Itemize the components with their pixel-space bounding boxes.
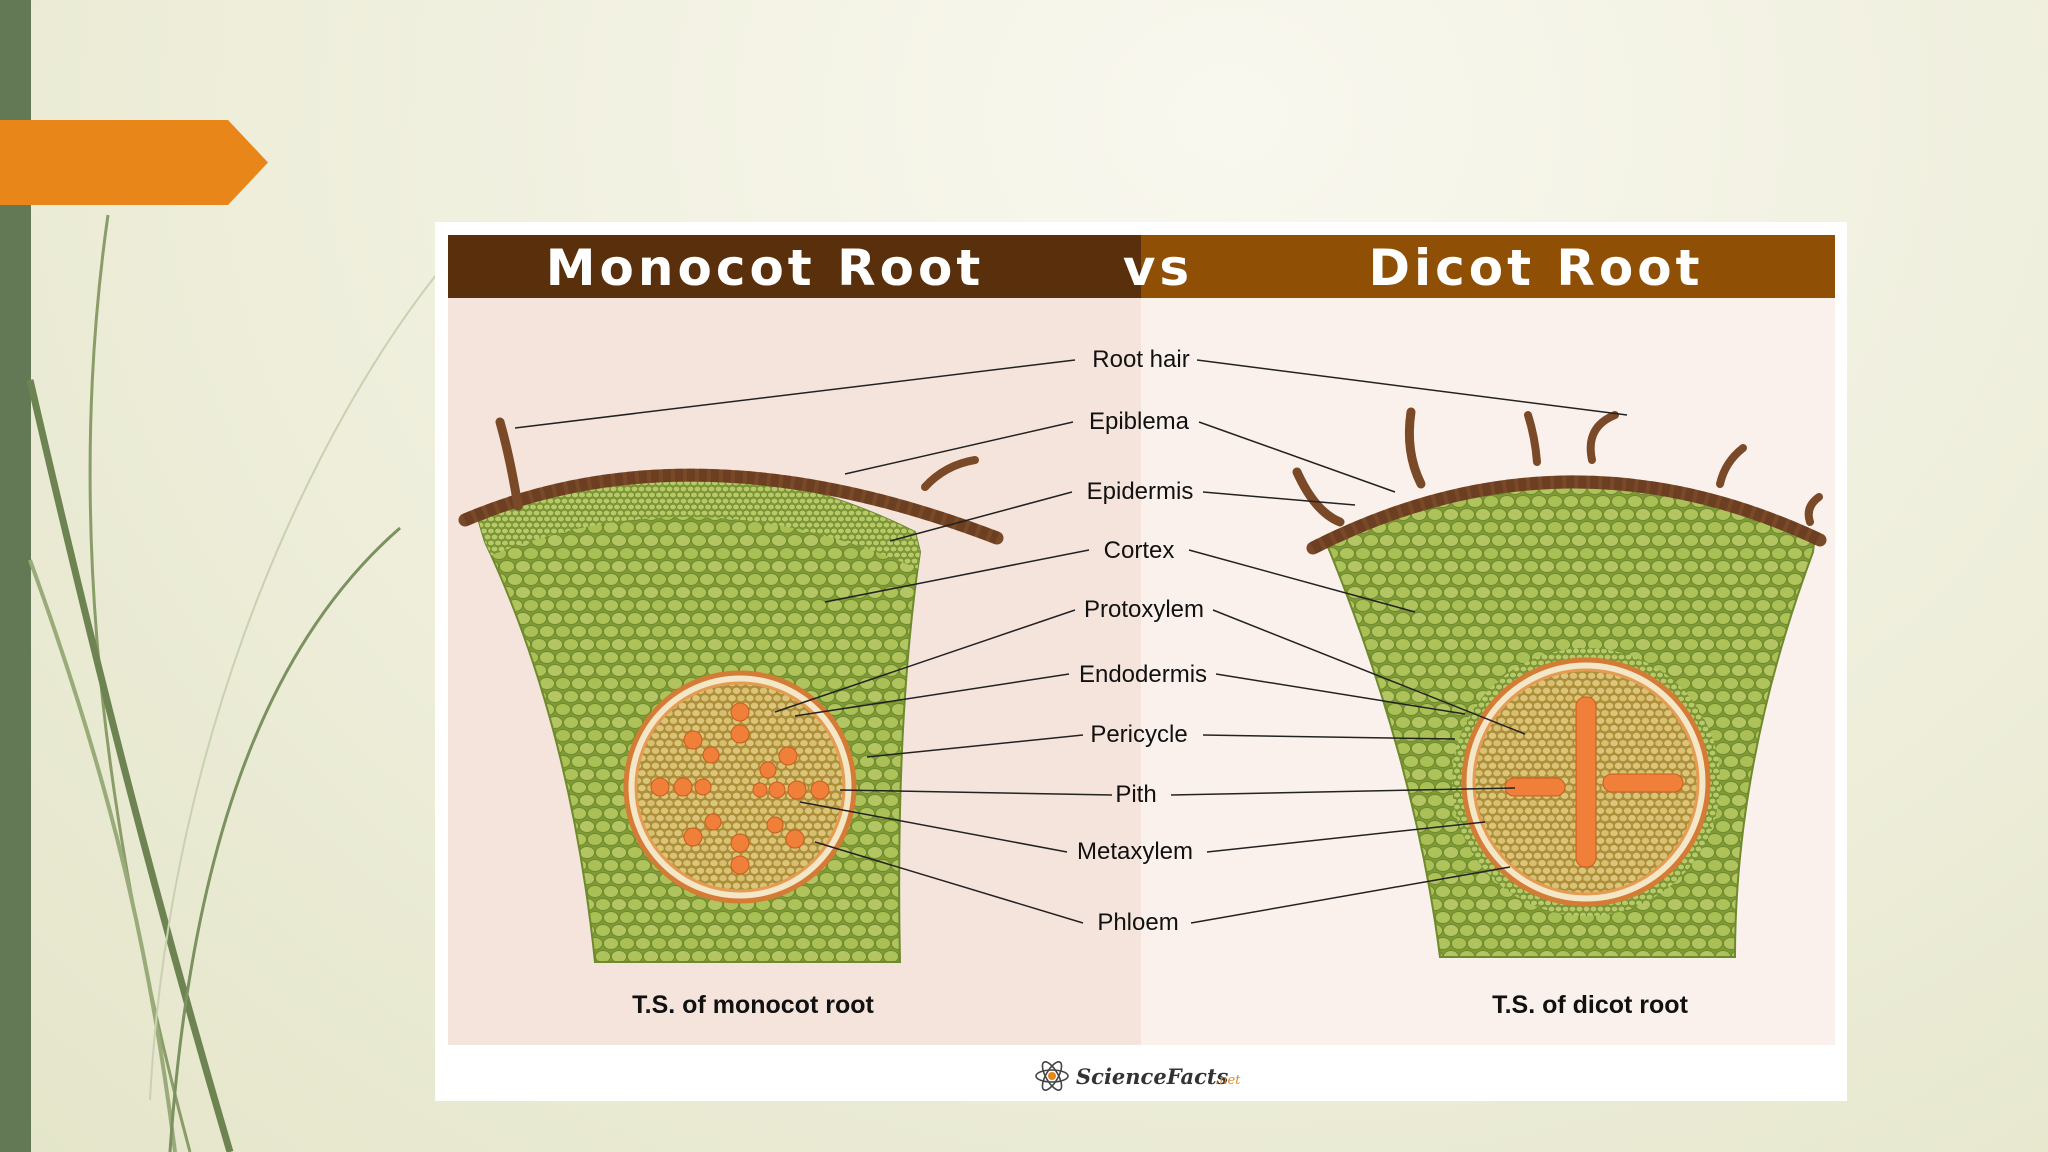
label-endodermis: Endodermis [1079,661,1207,688]
caption-dicot: T.S. of dicot root [1492,991,1688,1019]
label-phloem: Phloem [1097,909,1178,936]
monocot-title: Monocot Root [546,239,984,297]
leader-lines [514,359,1628,924]
vs-label: vs [1123,239,1193,297]
monocot-cross-section [458,417,1004,963]
credit-brand: ScienceFacts [1076,1064,1229,1089]
orange-tab-marker [0,120,268,205]
dicot-cross-section [1292,407,1827,958]
header-bar-right [1141,235,1835,298]
label-pith: Pith [1115,781,1156,808]
label-cortex: Cortex [1104,537,1175,564]
label-root-hair: Root hair [1092,346,1189,373]
label-metaxylem: Metaxylem [1077,838,1193,865]
decorative-grass-lines [26,214,441,1152]
label-protoxylem: Protoxylem [1084,596,1204,623]
caption-monocot: T.S. of monocot root [632,991,874,1019]
label-epidermis: Epidermis [1087,478,1194,505]
credit-logo: ScienceFacts .net [1035,1061,1241,1091]
dicot-title: Dicot Root [1368,239,1703,297]
credit-suffix: .net [1215,1073,1241,1088]
label-pericycle: Pericycle [1090,721,1187,748]
atom-icon [1035,1061,1069,1091]
monocot-vs-dicot-figure: Monocot Root vs Dicot Root [435,222,1847,1101]
label-epiblema: Epiblema [1089,408,1190,435]
